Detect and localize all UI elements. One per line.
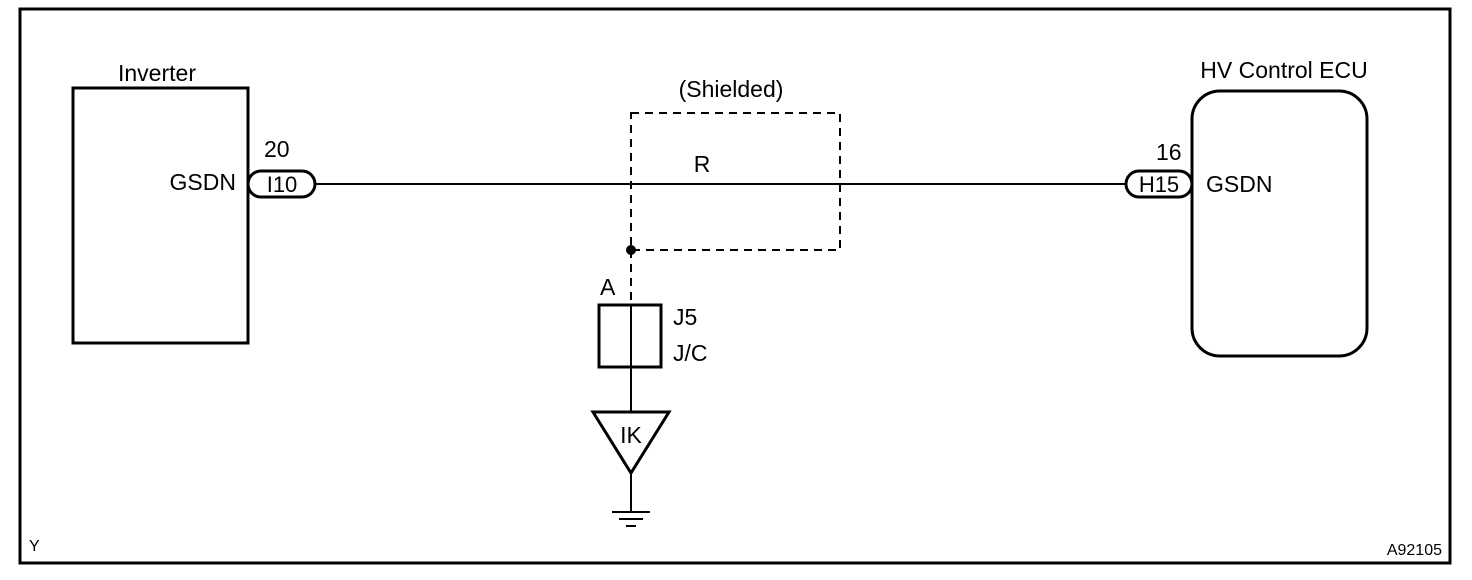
- junction-point-label: A: [600, 274, 616, 300]
- wire-color-label: R: [694, 151, 711, 177]
- inverter-title: Inverter: [118, 60, 196, 86]
- shield-label: (Shielded): [679, 76, 784, 102]
- ground-point-code: IK: [620, 422, 642, 448]
- figure-id: A92105: [1387, 542, 1442, 559]
- ecu-pin-number: 16: [1156, 139, 1182, 165]
- ecu-terminal-name: GSDN: [1206, 171, 1272, 197]
- shield-outline: [630, 112, 841, 251]
- inverter-pin-number: 20: [264, 136, 290, 162]
- corner-label-left: Y: [29, 538, 40, 555]
- junction-connector-code: J5: [673, 304, 697, 330]
- diagram-frame: [18, 7, 1452, 565]
- ground-symbol-icon: [612, 511, 650, 527]
- ground-point-triangle: [590, 410, 672, 476]
- ecu-title: HV Control ECU: [1200, 57, 1367, 83]
- junction-connector-type: J/C: [673, 340, 708, 366]
- ecu-connector-code: H15: [1139, 172, 1179, 197]
- inverter-connector-code: I10: [267, 172, 298, 197]
- ecu-box: [1190, 89, 1369, 358]
- inverter-box: [71, 86, 250, 345]
- inverter-terminal-name: GSDN: [170, 169, 236, 195]
